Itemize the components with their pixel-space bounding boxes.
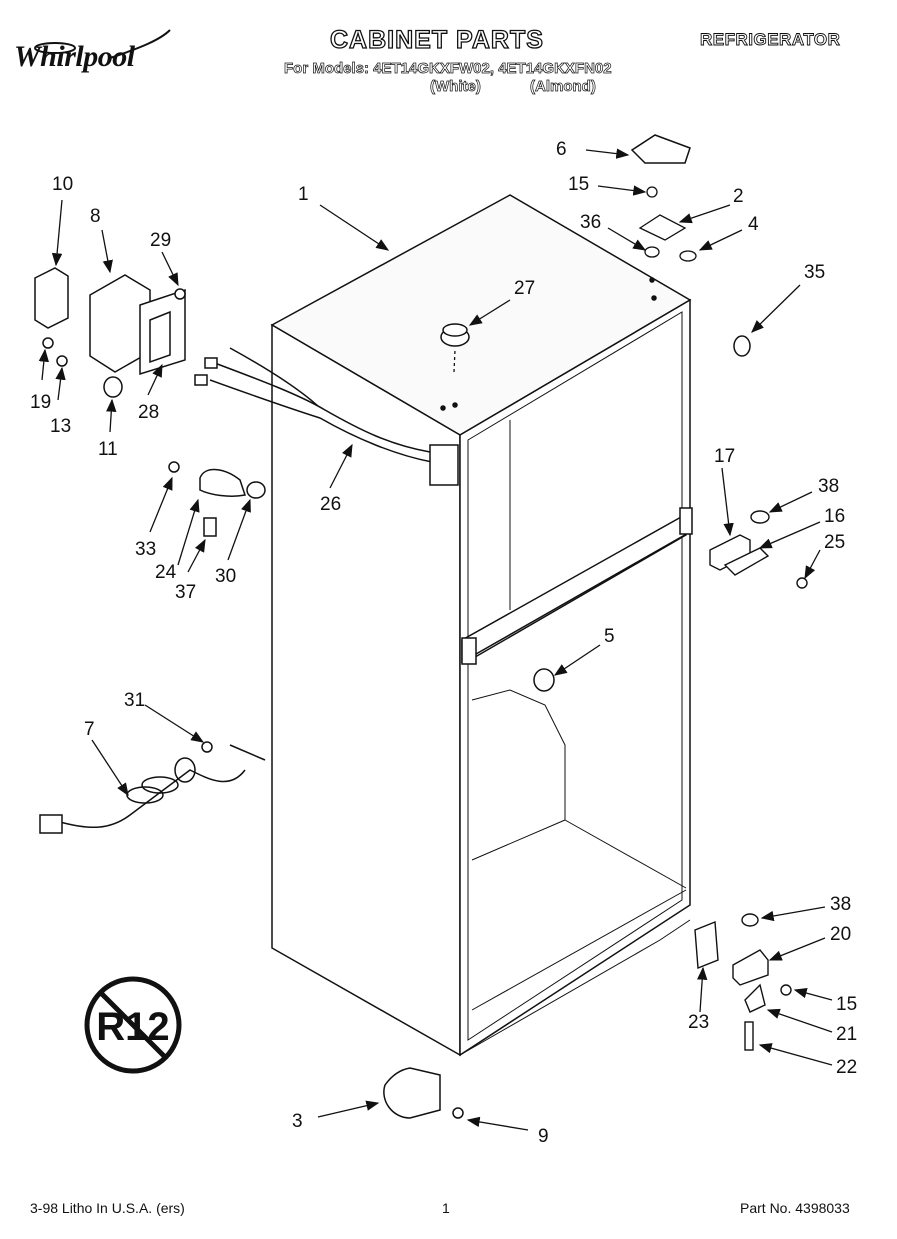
- hinge-cover-part-6: [630, 134, 691, 164]
- leader-lines: [38, 148, 833, 1131]
- badge-label: R12: [96, 1005, 169, 1049]
- callout-19: 19: [30, 392, 51, 413]
- plug-part-27: [440, 323, 470, 347]
- r12-badge: R12: [84, 976, 182, 1074]
- callout-15-top: 15: [568, 174, 589, 195]
- callout-31: 31: [124, 690, 145, 711]
- appliance-type: REFRIGERATOR: [700, 30, 841, 50]
- litho-note: 3-98 Litho In U.S.A. (ers): [30, 1200, 185, 1216]
- plug-part-5: [533, 668, 555, 692]
- compressor-relay-assembly: [34, 267, 186, 398]
- callout-28: 28: [138, 402, 159, 423]
- callout-15-bottom: 15: [836, 994, 857, 1015]
- callout-30: 30: [215, 566, 236, 587]
- models-line: For Models: 4ET14GKXFW02, 4ET14GKXFN02: [284, 60, 612, 78]
- brand-swoosh-icon: [34, 29, 171, 59]
- callout-29: 29: [150, 230, 171, 251]
- callout-16: 16: [824, 506, 845, 527]
- callout-35: 35: [804, 262, 825, 283]
- leveling-leg-part-3: [383, 1067, 464, 1119]
- part-number: Part No. 4398033: [740, 1200, 850, 1216]
- callout-3: 3: [292, 1111, 303, 1132]
- middle-hinge-parts: [709, 510, 808, 589]
- callout-27: 27: [514, 278, 535, 299]
- callout-6: 6: [556, 139, 567, 160]
- callout-25: 25: [824, 532, 845, 553]
- callout-5: 5: [604, 626, 615, 647]
- power-cord-part-7: [39, 741, 266, 834]
- callout-38-mid: 38: [818, 476, 839, 497]
- bottom-hinge-parts: [694, 913, 792, 1051]
- callout-24: 24: [155, 562, 177, 583]
- wire-harness-part-26: [194, 347, 459, 486]
- callout-9: 9: [538, 1126, 549, 1147]
- callout-23: 23: [688, 1012, 709, 1033]
- drain-fitting-parts: [168, 461, 266, 537]
- callout-38-bottom: 38: [830, 894, 851, 915]
- variant-white: (White): [430, 78, 482, 96]
- callout-2: 2: [733, 186, 744, 207]
- callout-1: 1: [298, 184, 309, 205]
- callout-11: 11: [98, 439, 118, 460]
- callout-13: 13: [50, 416, 71, 437]
- top-hinge-parts: [638, 186, 697, 262]
- callout-33: 33: [135, 539, 156, 560]
- callout-20: 20: [830, 924, 851, 945]
- callout-26: 26: [320, 494, 341, 515]
- cabinet-body: [270, 194, 692, 1057]
- callout-17: 17: [714, 446, 735, 467]
- callout-21: 21: [836, 1024, 857, 1045]
- page-title: CABINET PARTS: [329, 25, 544, 54]
- callout-22: 22: [836, 1057, 857, 1078]
- callout-10: 10: [52, 174, 73, 195]
- page-number: 1: [442, 1200, 450, 1216]
- variant-almond: (Almond): [530, 78, 597, 96]
- callout-7: 7: [84, 719, 95, 740]
- callout-36: 36: [580, 212, 601, 233]
- plug-part-35: [733, 335, 751, 357]
- callout-8: 8: [90, 206, 101, 227]
- center-hinge-rail: [461, 507, 693, 665]
- callout-numbers: 1 6 15 2 36 4 35 27 10 8 29 19 13 28 11 …: [30, 139, 857, 1147]
- callout-37: 37: [175, 582, 196, 603]
- callout-4: 4: [748, 214, 759, 235]
